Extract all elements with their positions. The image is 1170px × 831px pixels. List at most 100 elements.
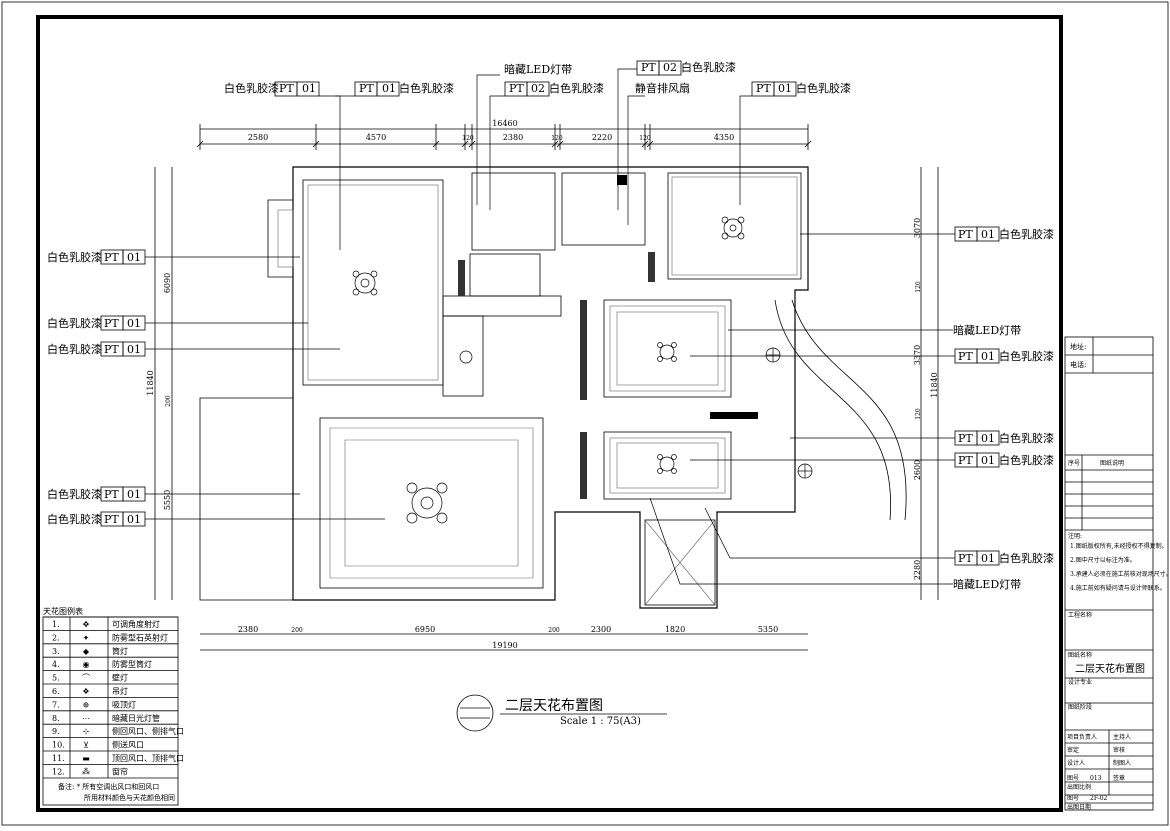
room-center-lower: [603, 431, 732, 500]
label-left-2-text: 白色乳胶漆: [47, 316, 102, 330]
legend-no-11: 11.: [52, 754, 65, 763]
label-right-3-text: 白色乳胶漆: [999, 431, 1054, 445]
dim-top-8: 4350: [714, 133, 734, 142]
title-block-frame: [1064, 336, 1154, 811]
dim-top-total: 16460: [492, 119, 517, 128]
label-right-3-code: 01: [981, 432, 995, 445]
tb-role-1: 项目负责人: [1067, 733, 1097, 741]
legend-note-1: 备注: * 所有空调出风口和回风口: [58, 782, 159, 791]
right-dimensions: 3070 120 3370 120 2600 2280 11840: [913, 167, 939, 600]
annotation-labels: 白色乳胶漆 PT 01 PT 01 白色乳胶漆 暗藏LED灯带 PT 02 白色…: [47, 60, 1054, 591]
tb-seq: 序号: [1068, 459, 1080, 467]
building-outline: [292, 166, 809, 609]
stair: [644, 519, 716, 606]
dim-top-3: 120: [462, 135, 474, 142]
curved-wall: [774, 299, 892, 521]
label-left-4-code: 01: [127, 488, 141, 501]
legend-symbol-icon: ⊹: [83, 727, 90, 736]
dim-top-1: 2580: [248, 133, 268, 142]
legend-name-4: 防雾型筒灯: [112, 659, 152, 669]
dim-left-total: 11840: [146, 370, 155, 395]
plan-title: 二层天花布置图 Scale 1 : 75(A3): [456, 694, 667, 732]
tb-stage: 图纸阶段: [1068, 703, 1092, 711]
label-right-5-pt: PT: [958, 552, 973, 565]
legend-symbol-icon: ⊕: [83, 700, 90, 709]
legend-name-10: 侧送风口: [112, 740, 144, 750]
plan-title-text: 二层天花布置图: [505, 698, 603, 714]
label-right-2-pt: PT: [958, 350, 973, 363]
label-left-5-code: 01: [127, 513, 141, 526]
label-right-3-pt: PT: [958, 432, 973, 445]
label-left-1-code: 01: [127, 251, 141, 264]
tb-discipline: 设计专业: [1068, 678, 1092, 686]
dim-right-total: 11840: [930, 372, 939, 397]
label-top-1-text: 白色乳胶漆: [224, 81, 279, 95]
dim-right-small-2: 120: [915, 408, 922, 420]
label-led-right-1: 暗藏LED灯带: [953, 323, 1021, 337]
legend-symbol-icon: ✦: [83, 633, 90, 642]
label-right-4-pt: PT: [958, 454, 973, 467]
label-top-4-text: 白色乳胶漆: [681, 60, 736, 74]
tb-date-label: 出图日期: [1067, 803, 1091, 811]
dim-left-1: 6090: [163, 273, 172, 293]
room-top-mid-right: [561, 172, 646, 246]
room-center-upper: [603, 299, 732, 398]
dim-top-4: 2380: [503, 133, 523, 142]
legend-name-5: 壁灯: [112, 673, 128, 683]
room-top-right: [667, 172, 802, 280]
label-top-4-pt: PT: [641, 61, 656, 74]
label-right-5-text: 白色乳胶漆: [999, 551, 1054, 565]
label-led-right-2: 暗藏LED灯带: [953, 577, 1021, 591]
label-led-top: 暗藏LED灯带: [504, 62, 572, 76]
tb-notes-title: 注明:: [1068, 532, 1082, 540]
tb-role-4: 审核: [1113, 746, 1125, 754]
legend-symbol-icon: ⌒: [82, 674, 90, 683]
dim-right-1: 3070: [913, 218, 922, 238]
dim-top-5: 120: [551, 135, 563, 142]
label-top-5-text: 白色乳胶漆: [796, 81, 851, 95]
dim-left-3: 5550: [163, 490, 172, 510]
legend-no-7: 7.: [52, 700, 60, 709]
legend-name-3: 筒灯: [112, 646, 128, 656]
legend-name-12: 窗帘: [112, 766, 128, 776]
legend-no-9: 9.: [52, 727, 60, 736]
dim-top-6: 2220: [592, 133, 612, 142]
label-top-4-code: 02: [663, 61, 677, 74]
label-right-5-code: 01: [981, 552, 995, 565]
top-dimensions: 16460 2580 4570 120 2380 120 2220 120 43…: [196, 119, 812, 150]
legend-name-11: 顶回风口、顶排气口: [112, 753, 184, 763]
legend-symbol-icon: ⋯: [82, 714, 90, 723]
label-top-3-code: 02: [531, 82, 545, 95]
legend-name-8: 暗藏日光灯管: [112, 713, 160, 723]
label-right-2-text: 白色乳胶漆: [999, 349, 1054, 363]
tb-drawing-name-label: 图纸名称: [1068, 651, 1092, 659]
dim-bot-3: 6950: [415, 625, 435, 634]
dim-left-2: 200: [165, 395, 172, 407]
tb-role-2: 主持人: [1113, 733, 1131, 741]
label-top-5-code: 01: [778, 82, 792, 95]
leader-lines: [145, 68, 955, 585]
tb-sheet-label: 图号: [1067, 775, 1079, 782]
legend-no-1: 1.: [52, 620, 60, 629]
tb-sheet-no: 013: [1090, 775, 1102, 782]
legend-symbol-icon: ▬: [82, 754, 90, 763]
tb-role-5: 设计人: [1067, 759, 1085, 767]
room-top-mid: [471, 172, 556, 251]
label-top-2-code: 01: [382, 82, 396, 95]
legend-name-6: 吊灯: [112, 686, 128, 696]
corridor: [442, 295, 562, 317]
label-right-1-text: 白色乳胶漆: [999, 227, 1054, 241]
label-right-2-code: 01: [981, 350, 995, 363]
label-left-2-pt: PT: [104, 317, 119, 330]
dim-bot-6: 1820: [665, 625, 685, 634]
label-top-3-pt: PT: [509, 82, 524, 95]
tb-address: 地址:: [1070, 342, 1086, 351]
legend-no-10: 10.: [52, 741, 65, 750]
label-right-1-code: 01: [981, 228, 995, 241]
legend-no-8: 8.: [52, 714, 60, 723]
label-left-5-text: 白色乳胶漆: [47, 512, 102, 526]
legend-no-2: 2.: [52, 633, 60, 642]
room-living: [319, 417, 544, 589]
